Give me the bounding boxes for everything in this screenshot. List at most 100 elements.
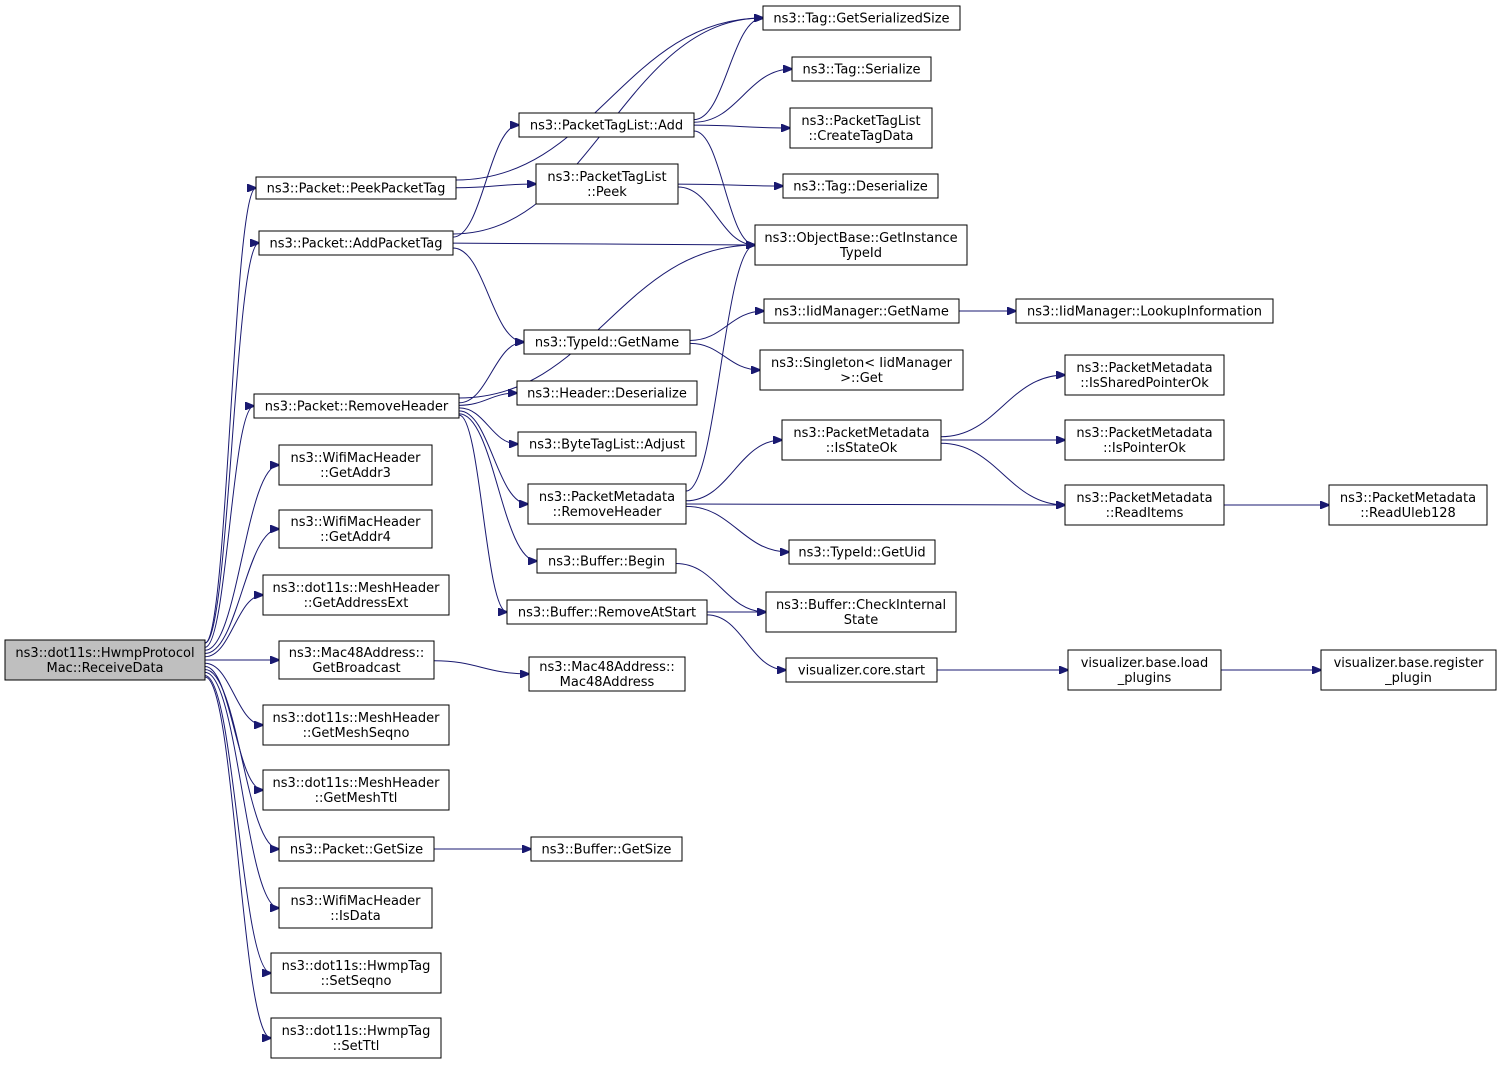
node-setTtl[interactable]: ns3::dot11s::HwmpTag::SetTtl <box>270 1017 442 1059</box>
node-label: ::GetAddr4 <box>320 530 391 545</box>
node-vizCoreStart[interactable]: visualizer.core.start <box>785 657 938 683</box>
node-typeIdGetName[interactable]: ns3::TypeId::GetName <box>523 329 691 355</box>
edge-root-to-getAddr3 <box>204 465 279 651</box>
node-label: ns3::PacketMetadata <box>793 426 929 441</box>
node-getMeshSeqno[interactable]: ns3::dot11s::MeshHeader::GetMeshSeqno <box>262 704 450 746</box>
edge-metaRemoveHeader-to-typeIdGetUid <box>685 505 789 552</box>
node-tagListAdd[interactable]: ns3::PacketTagList::Add <box>518 112 695 138</box>
node-box <box>270 952 442 994</box>
node-isSharedPointerOk[interactable]: ns3::PacketMetadata::IsSharedPointerOk <box>1064 354 1225 396</box>
node-tagListPeek[interactable]: ns3::PacketTagList::Peek <box>535 163 679 205</box>
node-label: ns3::WifiMacHeader <box>290 451 421 466</box>
node-getMeshTtl[interactable]: ns3::dot11s::MeshHeader::GetMeshTtl <box>262 769 450 811</box>
node-getAddr3[interactable]: ns3::WifiMacHeader::GetAddr3 <box>278 444 433 486</box>
node-box <box>278 444 433 486</box>
edge-root-to-isData <box>204 671 279 908</box>
edge-root-to-peekPacketTag <box>204 188 256 644</box>
node-label: ns3::Packet::AddPacketTag <box>269 237 442 252</box>
node-label: ns3::ObjectBase::GetInstance <box>764 231 957 246</box>
node-label: ns3::Buffer::CheckInternal <box>776 598 946 613</box>
node-tagSerialize[interactable]: ns3::Tag::Serialize <box>791 56 932 82</box>
nodes-layer: ns3::dot11s::HwmpProtocolMac::ReceiveDat… <box>4 5 1497 1059</box>
node-label: ns3::PacketTagList <box>801 114 920 129</box>
node-label: ns3::Packet::PeekPacketTag <box>267 182 446 197</box>
node-box <box>763 298 960 324</box>
node-box <box>278 887 433 929</box>
node-removeHeader[interactable]: ns3::Packet::RemoveHeader <box>253 393 460 419</box>
node-addPacketTag[interactable]: ns3::Packet::AddPacketTag <box>258 230 454 256</box>
node-tagGetSerializedSize[interactable]: ns3::Tag::GetSerializedSize <box>762 5 961 31</box>
node-createTagData[interactable]: ns3::PacketTagList::CreateTagData <box>789 107 933 149</box>
node-label: ns3::PacketMetadata <box>1076 426 1212 441</box>
node-label: TypeId <box>839 246 882 261</box>
node-readUleb128[interactable]: ns3::PacketMetadata::ReadUleb128 <box>1328 484 1488 526</box>
node-box <box>781 419 942 461</box>
edge-root-to-addPacketTag <box>204 243 259 644</box>
node-metaRemoveHeader[interactable]: ns3::PacketMetadata::RemoveHeader <box>527 483 687 525</box>
node-box <box>278 836 435 862</box>
node-bufferGetSize[interactable]: ns3::Buffer::GetSize <box>530 836 683 862</box>
node-root[interactable]: ns3::dot11s::HwmpProtocolMac::ReceiveDat… <box>4 639 206 681</box>
node-byteTagListAdjust[interactable]: ns3::ByteTagList::Adjust <box>517 431 697 457</box>
node-iidGetName[interactable]: ns3::IidManager::GetName <box>763 298 960 324</box>
node-headerDeserialize[interactable]: ns3::Header::Deserialize <box>516 380 698 406</box>
node-box <box>791 56 932 82</box>
node-label: ns3::Packet::GetSize <box>290 843 423 858</box>
node-label: ns3::Mac48Address:: <box>289 646 424 661</box>
node-getAddr4[interactable]: ns3::WifiMacHeader::GetAddr4 <box>278 509 433 549</box>
node-label: ns3::WifiMacHeader <box>290 515 421 530</box>
node-isData[interactable]: ns3::WifiMacHeader::IsData <box>278 887 433 929</box>
node-box <box>1064 354 1225 396</box>
node-label: ns3::WifiMacHeader <box>290 894 421 909</box>
node-box <box>278 640 435 680</box>
node-label: ::SetSeqno <box>321 974 392 989</box>
node-tagDeserialize[interactable]: ns3::Tag::Deserialize <box>782 173 939 199</box>
node-bufferBegin[interactable]: ns3::Buffer::Begin <box>536 548 677 574</box>
node-label: ns3::Tag::Deserialize <box>793 180 928 195</box>
edge-getBroadcast-to-mac48Address <box>433 660 529 674</box>
node-label: ::IsStateOk <box>826 441 898 456</box>
node-registerPlugin[interactable]: visualizer.base.register_plugin <box>1320 649 1497 691</box>
node-box <box>528 656 686 692</box>
node-box <box>262 574 450 616</box>
node-typeIdGetUid[interactable]: ns3::TypeId::GetUid <box>788 539 936 565</box>
edge-removeHeader-to-bufferBegin <box>458 413 537 561</box>
node-label: visualizer.core.start <box>798 664 925 679</box>
node-label: visualizer.base.register <box>1334 656 1485 671</box>
edge-tagListAdd-to-createTagData <box>693 125 790 128</box>
node-label: ns3::PacketTagList <box>547 170 666 185</box>
node-label: GetBroadcast <box>312 661 400 676</box>
node-label: ns3::IidManager::LookupInformation <box>1027 305 1262 320</box>
node-setSeqno[interactable]: ns3::dot11s::HwmpTag::SetSeqno <box>270 952 442 994</box>
node-label: ns3::Tag::Serialize <box>802 63 920 78</box>
node-singletonGet[interactable]: ns3::Singleton< IidManager>::Get <box>759 349 964 391</box>
node-packetGetSize[interactable]: ns3::Packet::GetSize <box>278 836 435 862</box>
node-getBroadcast[interactable]: ns3::Mac48Address::GetBroadcast <box>278 640 435 680</box>
node-label: ns3::Buffer::RemoveAtStart <box>518 606 696 621</box>
node-label: ::IsSharedPointerOk <box>1080 376 1209 391</box>
node-box <box>270 1017 442 1059</box>
node-loadPlugins[interactable]: visualizer.base.load_plugins <box>1067 649 1222 691</box>
node-getAddressExt[interactable]: ns3::dot11s::MeshHeader::GetAddressExt <box>262 574 450 616</box>
node-label: ns3::dot11s::MeshHeader <box>273 711 441 726</box>
node-label: _plugin <box>1384 671 1432 686</box>
node-isStateOk[interactable]: ns3::PacketMetadata::IsStateOk <box>781 419 942 461</box>
node-label: ns3::IidManager::GetName <box>774 305 949 320</box>
node-peekPacketTag[interactable]: ns3::Packet::PeekPacketTag <box>255 176 457 200</box>
edge-root-to-setTtl <box>204 676 271 1038</box>
node-label: ::SetTtl <box>333 1039 380 1054</box>
node-label: ::GetMeshTtl <box>315 791 398 806</box>
node-mac48Address[interactable]: ns3::Mac48Address::Mac48Address <box>528 656 686 692</box>
edge-tagListPeek-to-tagDeserialize <box>677 184 783 186</box>
node-bufferRemoveAtStart[interactable]: ns3::Buffer::RemoveAtStart <box>506 599 708 625</box>
edge-removeHeader-to-getInstanceTypeId <box>458 245 755 399</box>
node-readItems[interactable]: ns3::PacketMetadata::ReadItems <box>1064 484 1225 526</box>
node-isPointerOk[interactable]: ns3::PacketMetadata::IsPointerOk <box>1064 419 1225 461</box>
node-label: ns3::TypeId::GetUid <box>798 546 925 561</box>
node-label: >::Get <box>840 371 883 386</box>
node-label: ::GetAddressExt <box>304 596 409 611</box>
node-box <box>523 329 691 355</box>
node-lookupInformation[interactable]: ns3::IidManager::LookupInformation <box>1015 298 1274 324</box>
